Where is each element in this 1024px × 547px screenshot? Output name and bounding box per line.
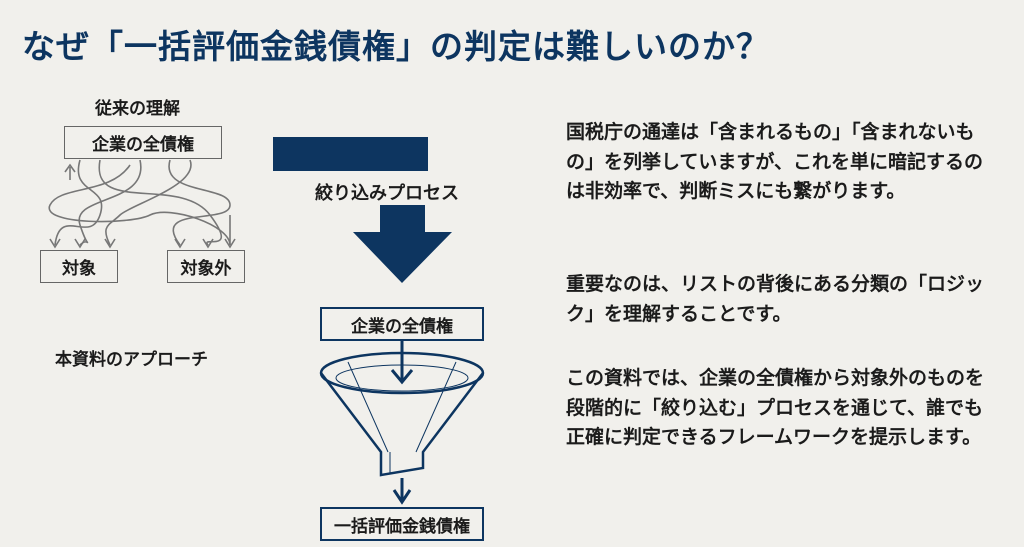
approach-heading: 本資料のアプローチ: [55, 350, 208, 370]
navy-bar: [273, 137, 428, 171]
all-receivables-box: 企業の全債権: [64, 126, 222, 159]
page-title: なぜ「一括評価金銭債権」の判定は難しいのか？: [22, 27, 770, 66]
conventional-heading: 従来の理解: [95, 99, 180, 119]
funnel-icon: [319, 340, 485, 505]
paragraph-2: 重要なのは、リストの背後にある分類の「ロジック」を理解することです。: [566, 273, 985, 325]
tangled-arrows-icon: [48, 159, 236, 249]
target-box: 対象: [40, 250, 118, 283]
down-arrow-icon: [353, 205, 452, 283]
paragraph-1: 国税庁の通達は「含まれるもの」「含まれないもの」を列挙していますが、これを単に暗…: [566, 121, 984, 202]
non-target-box: 対象外: [167, 250, 245, 283]
funnel-input-box: 企業の全債権: [320, 307, 484, 341]
process-label: 絞り込みプロセス: [315, 183, 459, 204]
funnel-output-box: 一括評価金銭債権: [320, 507, 484, 541]
paragraph-3: この資料では、企業の全債権から対象外のものを段階的に「絞り込む」プロセスを通じて…: [566, 367, 985, 448]
